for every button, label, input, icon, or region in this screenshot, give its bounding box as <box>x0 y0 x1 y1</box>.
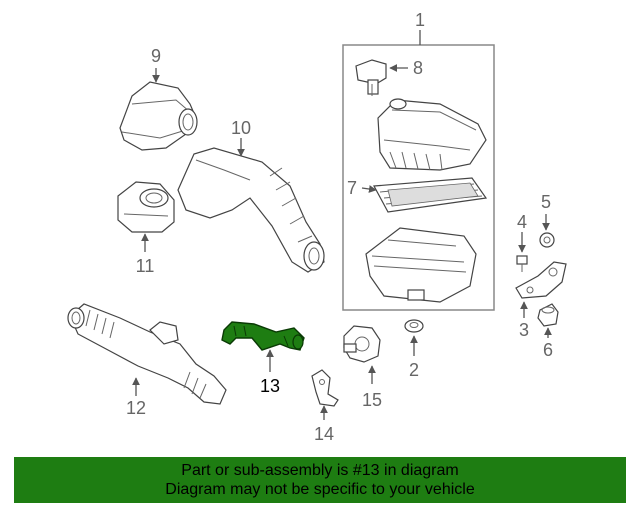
callout-5: 5 <box>541 192 551 212</box>
info-banner: Part or sub-assembly is #13 in diagram D… <box>14 457 626 503</box>
callout-3: 3 <box>519 320 529 340</box>
part-13-hose-highlighted[interactable] <box>221 321 305 372</box>
banner-line-2: Diagram may not be specific to your vehi… <box>165 481 475 498</box>
banner-line-1: Part or sub-assembly is #13 in diagram <box>181 462 459 479</box>
part-3-bracket[interactable] <box>515 261 567 318</box>
callout-8: 8 <box>413 58 423 78</box>
part-10-intake-hose[interactable] <box>177 138 325 273</box>
callout-10: 10 <box>231 118 251 138</box>
callout-1: 1 <box>415 10 425 30</box>
callout-13: 13 <box>260 376 280 396</box>
callout-2: 2 <box>409 360 419 380</box>
callout-12: 12 <box>126 398 146 418</box>
part-4-bolt[interactable] <box>516 232 528 272</box>
callout-15: 15 <box>362 390 382 410</box>
part-11-resonator[interactable] <box>117 181 175 252</box>
part-12-intake-tube[interactable] <box>67 303 227 405</box>
air-cleaner-upper-housing[interactable] <box>377 98 487 171</box>
part-9-intake-duct[interactable] <box>119 68 198 151</box>
part-15-valve[interactable] <box>343 325 381 384</box>
air-cleaner-lower-housing[interactable] <box>365 227 477 303</box>
part-5-grommet[interactable] <box>539 214 555 248</box>
callout-9: 9 <box>151 46 161 66</box>
part-7-air-filter[interactable] <box>361 177 488 213</box>
part-8-sensor[interactable] <box>355 59 408 96</box>
part-14-clip-bracket[interactable] <box>311 369 339 420</box>
callout-11: 11 <box>136 256 155 276</box>
callout-7: 7 <box>347 178 357 198</box>
air-cleaner-assembly-box <box>342 30 495 311</box>
callout-4: 4 <box>517 212 527 232</box>
part-6-mount[interactable] <box>537 303 559 338</box>
parts-diagram: 1 2 3 4 5 6 7 8 9 10 11 12 13 14 15 <box>67 10 567 444</box>
part-2-grommet[interactable] <box>404 319 424 356</box>
callout-14: 14 <box>314 424 334 444</box>
callout-6: 6 <box>543 340 553 360</box>
